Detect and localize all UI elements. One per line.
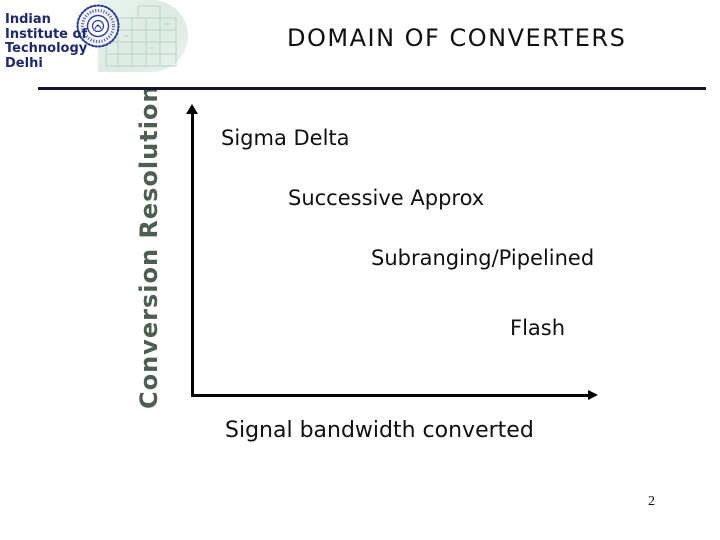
y-axis-line — [191, 113, 194, 397]
page-number: 2 — [648, 494, 655, 509]
x-axis-line — [191, 394, 589, 397]
y-axis-label: Conversion Resolution — [135, 84, 163, 409]
x-axis-label: Signal bandwidth converted — [225, 418, 534, 443]
chart-label-flash: Flash — [510, 316, 566, 340]
x-axis-arrowhead-icon — [588, 390, 598, 400]
header-divider — [38, 87, 706, 90]
chart-label-subranging-pipelined: Subranging/Pipelined — [371, 246, 595, 270]
chart-label-successive-approx: Successive Approx — [288, 186, 485, 210]
institute-name: Indian Institute of Technology Delhi — [5, 12, 88, 71]
slide-title: DOMAIN OF CONVERTERS — [287, 24, 627, 52]
chart-label-sigma-delta: Sigma Delta — [221, 126, 350, 150]
iit-delhi-seal-icon — [76, 4, 120, 48]
y-axis-arrowhead-icon — [186, 104, 198, 114]
